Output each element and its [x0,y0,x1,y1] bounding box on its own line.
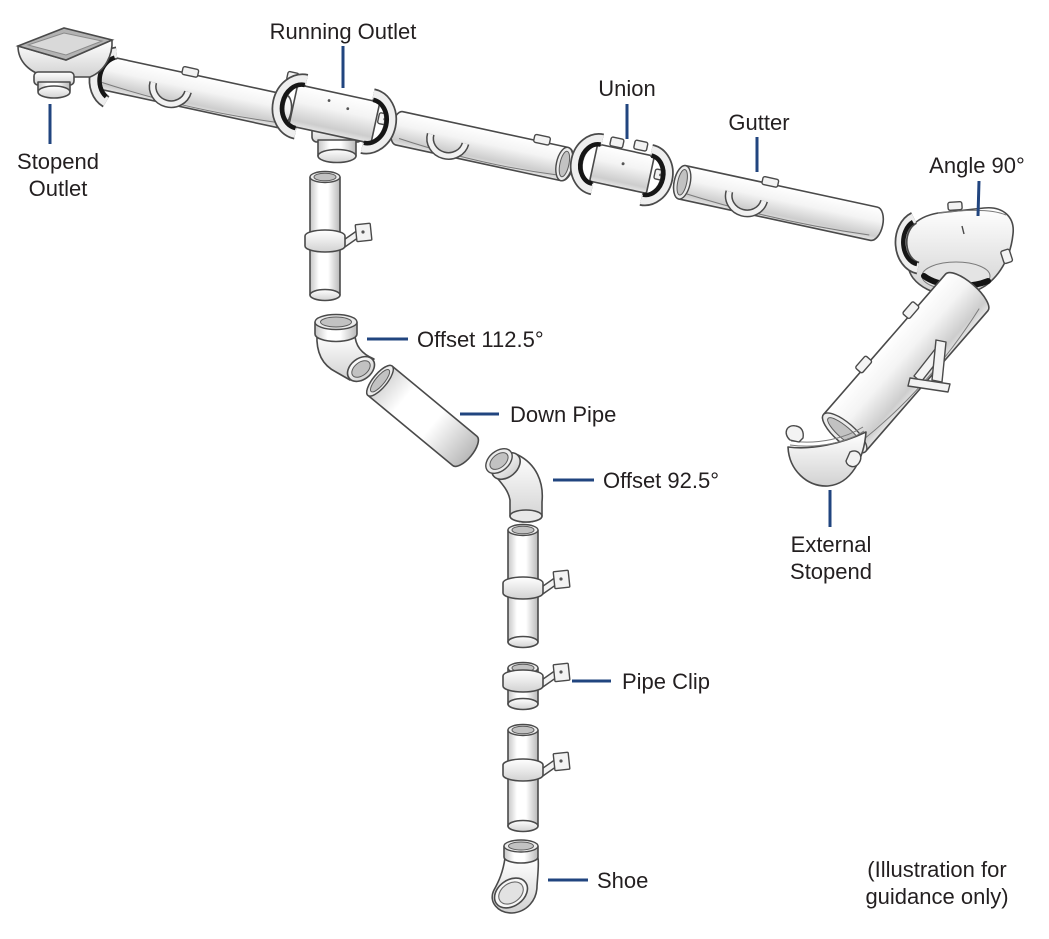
note-line2: guidance only) [865,884,1008,909]
gutter-section-1 [88,46,293,129]
label-offset-92: Offset 92.5° [603,468,719,493]
down-pipe-2 [502,523,571,649]
label-gutter: Gutter [728,110,789,135]
down-pipe-diagonal [366,364,480,468]
gutter-section-3 [672,164,885,242]
external-stopend-part [785,425,867,487]
label-stopend-outlet-line2: Outlet [29,176,88,201]
stopend-outlet-part [15,27,115,99]
offset-92-part [485,447,544,523]
fascia-bracket [907,339,951,393]
label-down-pipe: Down Pipe [510,402,616,427]
label-union: Union [598,76,655,101]
shoe-part [491,839,540,914]
label-stopend-outlet-line1: Stopend [17,149,99,174]
offset-112-part [314,313,376,383]
leader-lines [48,46,981,882]
note-line1: (Illustration for [867,857,1006,882]
gutter-section-4 [821,271,990,454]
union-part [569,133,674,207]
label-running-outlet: Running Outlet [270,19,417,44]
leader-angle-90 [976,180,981,217]
pipe-clip-part [502,661,571,711]
label-angle-90: Angle 90° [929,153,1025,178]
down-pipe-1 [304,170,373,302]
label-shoe: Shoe [597,868,648,893]
label-offset-112: Offset 112.5° [417,327,544,352]
label-external-stopend-line1: External [791,532,872,557]
labels: Running Outlet Stopend Outlet Union Gutt… [17,19,1025,909]
down-pipe-3 [502,723,571,833]
label-pipe-clip: Pipe Clip [622,669,710,694]
gutter-section-2 [389,110,575,182]
label-external-stopend-line2: Stopend [790,559,872,584]
running-outlet-part [271,70,398,164]
